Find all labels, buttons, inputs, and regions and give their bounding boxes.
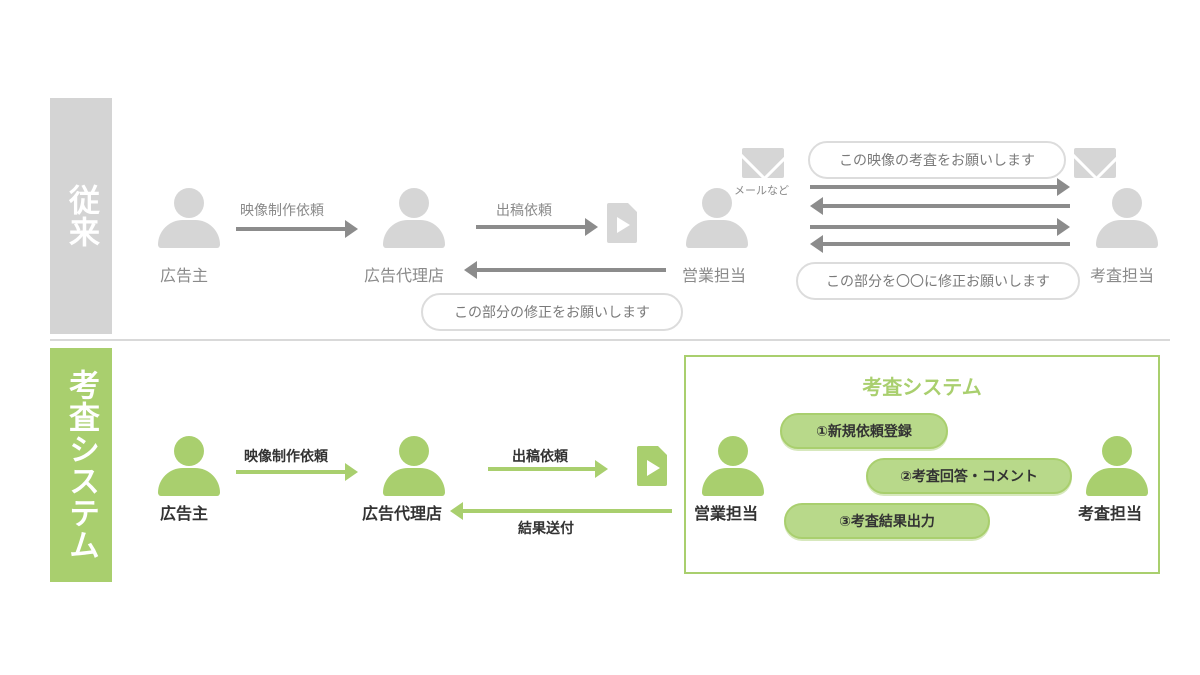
exchange-arrow-3 bbox=[810, 218, 1070, 236]
conv-submission-request-label: 出稿依頼 bbox=[496, 203, 552, 219]
agency-person-icon bbox=[383, 188, 445, 260]
reviewer-person-icon bbox=[1096, 188, 1158, 260]
conv-video-request-arrow bbox=[236, 220, 358, 238]
sys-agency-person-icon bbox=[383, 436, 445, 508]
sys-advertiser-label: 広告主 bbox=[160, 504, 209, 523]
sys-advertiser-person-icon bbox=[158, 436, 220, 508]
sys-video-request-arrow bbox=[236, 463, 358, 481]
exchange-arrow-2 bbox=[810, 197, 1070, 215]
sys-video-request-label: 映像制作依頼 bbox=[244, 449, 328, 465]
video-file-icon bbox=[607, 203, 637, 243]
sys-submission-request-label: 出稿依頼 bbox=[512, 449, 568, 465]
advertiser-person-icon bbox=[158, 188, 220, 260]
section-divider bbox=[50, 339, 1170, 341]
conventional-label-text: 従来 bbox=[63, 184, 99, 248]
mail-icon bbox=[742, 148, 784, 178]
conv-review-request-bubble: この映像の考査をお願いします bbox=[808, 141, 1066, 179]
conv-fix-bubble-reviewer: この部分を〇〇に修正お願いします bbox=[796, 262, 1080, 300]
sys-result-label: 結果送付 bbox=[518, 521, 574, 537]
sys-agency-label: 広告代理店 bbox=[362, 504, 443, 523]
exchange-arrow-4 bbox=[810, 235, 1070, 253]
review-system-box: 考査システム bbox=[684, 355, 1160, 574]
sys-sales-person-icon bbox=[702, 436, 764, 508]
sales-person-icon bbox=[686, 188, 748, 260]
sys-sales-label: 営業担当 bbox=[694, 504, 759, 523]
step-result-output-pill: ③考査結果出力 bbox=[784, 503, 990, 539]
exchange-arrow-1 bbox=[810, 178, 1070, 196]
sys-reviewer-label: 考査担当 bbox=[1078, 504, 1143, 523]
sys-result-arrow bbox=[450, 502, 672, 520]
conv-video-request-label: 映像制作依頼 bbox=[240, 203, 324, 219]
conv-reviewer-label: 考査担当 bbox=[1090, 266, 1155, 285]
step-review-comment-pill: ②考査回答・コメント bbox=[866, 458, 1072, 494]
conv-fix-request-bubble: この部分の修正をお願いします bbox=[421, 293, 683, 331]
system-label-text: 考査システム bbox=[63, 369, 99, 561]
conv-return-arrow bbox=[464, 261, 666, 279]
mail-icon-reviewer bbox=[1074, 148, 1116, 178]
step-new-request-pill: ①新規依頼登録 bbox=[780, 413, 948, 449]
system-section-label: 考査システム bbox=[50, 348, 112, 582]
conventional-section-label: 従来 bbox=[50, 98, 112, 334]
mail-caption: メールなど bbox=[734, 184, 789, 197]
conv-agency-label: 広告代理店 bbox=[364, 266, 445, 285]
sys-video-file-icon bbox=[637, 446, 667, 486]
sys-reviewer-person-icon bbox=[1086, 436, 1148, 508]
sys-submission-request-arrow bbox=[488, 460, 608, 478]
conv-sales-label: 営業担当 bbox=[682, 266, 747, 285]
review-system-title: 考査システム bbox=[862, 375, 982, 399]
conv-submission-request-arrow bbox=[476, 218, 598, 236]
conv-advertiser-label: 広告主 bbox=[160, 266, 209, 285]
